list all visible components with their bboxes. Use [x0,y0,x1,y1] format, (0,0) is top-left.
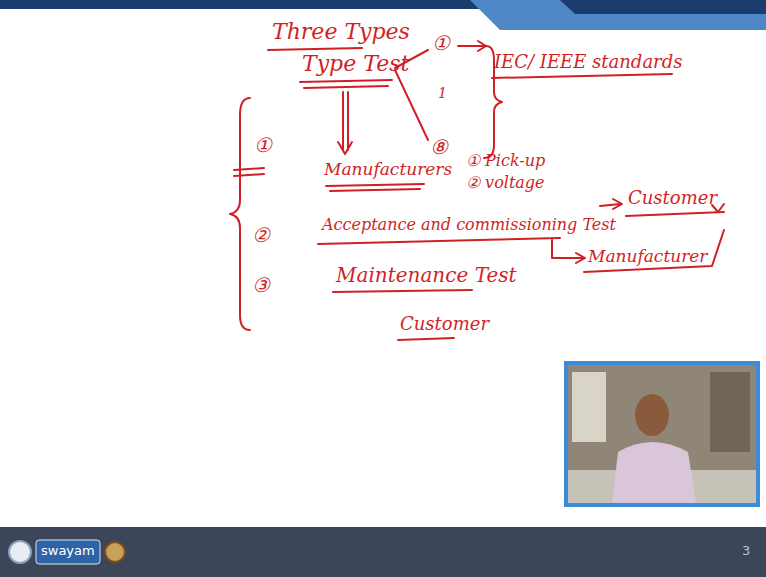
handwritten-note: IEC/ IEEE standards [494,52,682,72]
video-frame [564,361,760,507]
ink-strokes [230,41,724,340]
handwritten-note: Customer [400,314,489,334]
presenter-head [635,394,669,436]
footer-bar [0,527,766,577]
footer-logo [105,542,125,562]
logo-text: swayam [41,543,95,558]
callout-number: ⑧ [430,136,448,158]
top-accent-dark [560,0,766,14]
top-accent [470,0,766,30]
window [572,372,606,442]
handwritten-note: Manufacturers [324,160,452,179]
handwritten-note: Customer [628,188,717,208]
video-inset [564,361,760,507]
handwritten-note: ② voltage [466,174,545,192]
swayam-logo [36,540,100,564]
handwritten-note: ① Pick-up [466,152,545,170]
presenter-body [612,442,696,503]
handwritten-term: Maintenance Test [336,264,517,286]
video-background [568,365,756,503]
callout-number: ③ [252,274,270,296]
page-number: 3 [742,543,750,558]
handwritten-note: Manufacturer [588,247,707,266]
callout-number: ① [432,32,450,54]
footer-logo [9,541,31,563]
callout-number: ② [252,224,270,246]
handwritten-term: Acceptance and commissioning Test [322,216,616,234]
callout-number: 1 [438,86,447,101]
shelf [710,372,750,452]
slide-heading: Three Types [272,20,410,44]
handwritten-term: Type Test [302,52,409,76]
callout-number: ① [254,134,272,156]
